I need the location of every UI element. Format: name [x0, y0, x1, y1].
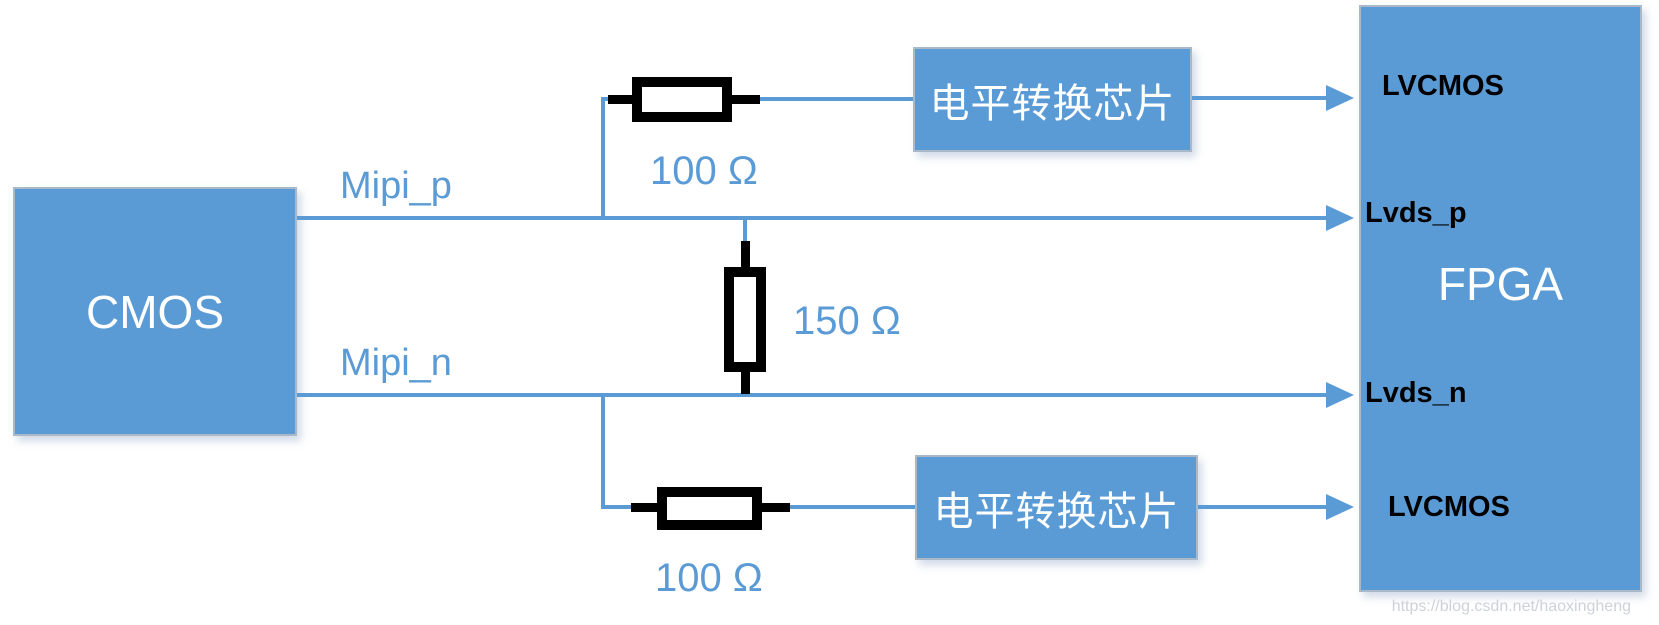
bottom-branch-tap-wire — [601, 395, 605, 509]
resistor-bottom-left-lead — [631, 503, 659, 512]
resistor-top-value-label: 100 Ω — [650, 149, 758, 193]
resistor-top-left-lead — [608, 95, 634, 104]
mipi-p-wire — [297, 216, 1329, 220]
fpga-port-lvds-n: Lvds_n — [1365, 377, 1467, 409]
resistor-middle-top-lead — [741, 241, 750, 269]
fpga-port-lvcmos-bottom: LVCMOS — [1388, 491, 1510, 523]
resistor-middle-bottom-lead — [741, 370, 750, 394]
level-shifter-bottom-block: 电平转换芯片 — [915, 455, 1198, 560]
level-shifter-top-label: 电平转换芯片 — [929, 81, 1176, 126]
cmos-block-label: CMOS — [86, 285, 224, 338]
resistor-middle-value-label: 150 Ω — [793, 299, 901, 343]
mipi-p-net-label: Mipi_p — [340, 165, 452, 207]
top-branch-output-wire — [1192, 96, 1328, 100]
fpga-block — [1359, 5, 1642, 592]
resistor-top-body — [632, 77, 732, 122]
resistor-bottom-right-lead — [760, 503, 790, 512]
fpga-port-lvcmos-top: LVCMOS — [1382, 70, 1504, 102]
watermark-url: https://blog.csdn.net/haoxingheng — [1391, 598, 1631, 615]
fpga-block-label: FPGA — [1437, 258, 1564, 310]
mipi-n-wire — [297, 393, 1329, 397]
mipi-n-arrowhead-icon — [1326, 382, 1354, 408]
resistor-bottom-value-label: 100 Ω — [655, 556, 763, 600]
level-shifter-bottom-label: 电平转换芯片 — [933, 489, 1180, 534]
mipi-p-arrowhead-icon — [1326, 205, 1354, 231]
resistor-bottom-body — [657, 487, 762, 530]
resistor-middle-body — [724, 267, 766, 372]
top-branch-arrowhead-icon — [1326, 85, 1354, 111]
level-shifter-top-block: 电平转换芯片 — [913, 47, 1192, 152]
bottom-branch-arrowhead-icon — [1326, 494, 1354, 520]
cmos-block: CMOS — [13, 187, 297, 436]
bottom-branch-output-wire — [1198, 505, 1328, 509]
top-branch-tap-wire — [601, 97, 605, 220]
fpga-port-lvds-p: Lvds_p — [1365, 197, 1467, 229]
mipi-n-net-label: Mipi_n — [340, 342, 452, 384]
resistor-top-right-lead — [730, 95, 760, 104]
